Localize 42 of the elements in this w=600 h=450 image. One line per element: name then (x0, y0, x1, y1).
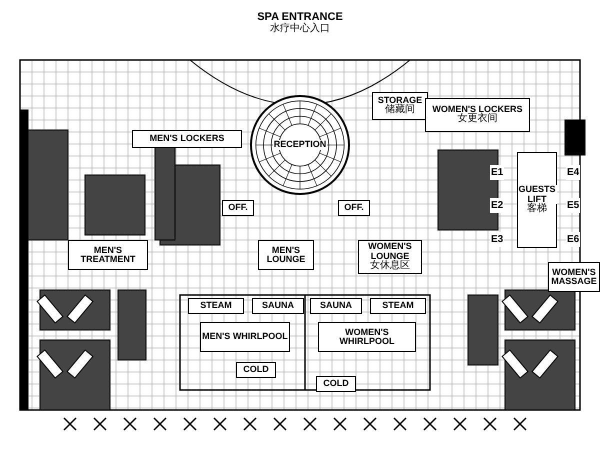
exit-label: E1 (490, 165, 504, 180)
room-box (222, 200, 254, 216)
room-label: OFF. (343, 203, 365, 213)
room-box (200, 322, 290, 352)
exit-label: E6 (566, 232, 580, 247)
room-box (188, 298, 244, 314)
room-label: WOMEN'S LOCKERS (431, 105, 524, 114)
room-box (316, 376, 356, 392)
room-box (258, 240, 314, 270)
room-box (358, 240, 422, 274)
room-label: STEAM (199, 301, 233, 311)
room-label: 女休息区 (369, 261, 411, 272)
room-label: SAUNA (318, 301, 353, 311)
room-box (425, 98, 530, 132)
room-label: COLD (242, 365, 270, 375)
room-box (548, 262, 600, 292)
room-label: WOMEN'S MASSAGE (549, 268, 599, 286)
room-box (132, 130, 242, 148)
room-label: COLD (322, 379, 350, 389)
room-box (310, 298, 362, 314)
room-label: 女更衣间 (456, 114, 498, 125)
room-label: RECEPTION (272, 140, 328, 150)
room-label: 水疗中心入口 (269, 24, 331, 34)
room-label: MEN'S LOCKERS (148, 134, 226, 144)
room-box (68, 240, 148, 270)
room-label: STEAM (381, 301, 415, 311)
exit-label: E2 (490, 198, 504, 213)
room-box (372, 92, 428, 120)
room-label: OFF. (227, 203, 249, 213)
room-label: MEN'S WHIRLPOOL (201, 332, 289, 342)
room-box (370, 298, 426, 314)
exit-label: E5 (566, 198, 580, 213)
exit-label: E3 (490, 232, 504, 247)
room-box (236, 362, 276, 378)
room-box (338, 200, 370, 216)
room-label: 储藏间 (384, 105, 416, 116)
room-label: 客梯 (526, 204, 548, 215)
room-box (318, 322, 416, 352)
room-label: SAUNA (260, 301, 295, 311)
room-box (517, 152, 557, 248)
room-box (252, 298, 304, 314)
exit-label: E4 (566, 165, 580, 180)
